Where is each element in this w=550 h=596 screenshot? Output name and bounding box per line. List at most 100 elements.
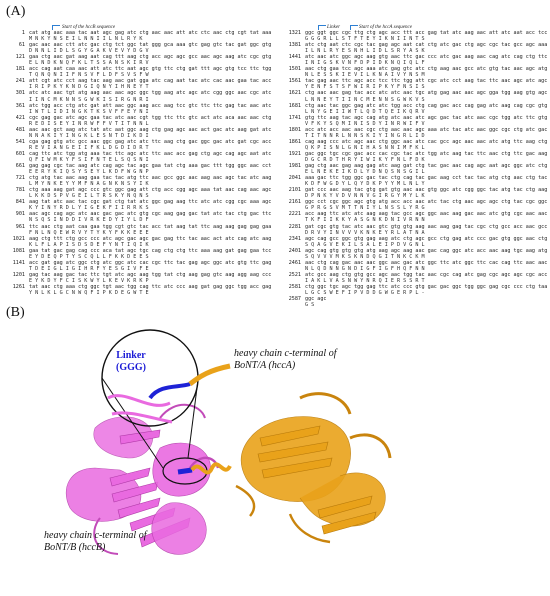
sequence-position-number: 121 [15, 54, 25, 61]
sequence-aa-row: S Q V V V M K S K N D Q G I T N K C K M [282, 254, 546, 260]
sequence-position-number: 2581 [288, 283, 301, 290]
sequence-aa-row: K L F L A P I S D S D E F Y N T I Q I K [6, 242, 268, 248]
sequence-amino-acids: S Q A G V E K I L S A L E I P D V G N L [305, 241, 425, 248]
hccA-caption: heavy chain c-terminal of BoNT/A (hccA) [234, 348, 337, 371]
sequence-amino-acids: N L E S S K I E V I L K N A I V Y N S M [305, 72, 425, 79]
sequence-position-number: 2341 [288, 235, 301, 242]
sequence-aa-row: I A K L V A S N W Y N R Q I E R S S R T [282, 278, 546, 284]
sequence-position-number: 1081 [12, 247, 25, 254]
sequence-nucleotides: agc cag gcc ggc gtg gag aag atc ctg agc … [305, 235, 548, 242]
sequence-nucleotides: gag gag cgc tac aag atc cag agc tac agc … [29, 163, 272, 170]
sequence-amino-acids: I R I P K Y K N D G I Q N Y I H N E Y T [29, 84, 149, 91]
sequence-position-number: 1501 [288, 66, 301, 73]
sequence-amino-acids: T I T N N R L N N S K I Y I N G R L I D [305, 132, 425, 139]
hccA-structure [235, 392, 392, 544]
sequence-amino-acids: G S [305, 302, 315, 309]
sequence-amino-acids: G P R G S V M T T N I Y L N S S L Y R G [305, 205, 425, 212]
sequence-aa-row: I R I P K Y K N D G I Q N Y I H N E Y T [6, 84, 268, 90]
sequence-amino-acids: G G G R L L S T F T E Y I K N I I N T S [305, 36, 425, 43]
sequence-aa-row: T K F I I K K Y A S G N K D N I V R N N [282, 217, 546, 223]
sequence-position-number: 1621 [288, 90, 301, 97]
sequence-aa-row: N S Q S I N D D I V R K E D Y I Y L D F [6, 217, 268, 223]
sequence-position-number: 61 [18, 42, 25, 49]
sequence-amino-acids: E L N E K E I K D L Y D N Q S N S G I L [305, 169, 425, 176]
sequence-amino-acids: L K K D S P V G E I L T R S K Y N Q N S [29, 193, 149, 200]
sequence-aa-row: S Q A G V E K I L S A L E I P D V G N L [282, 242, 546, 248]
sequence-amino-acids: E E R Y K I Q S Y S E Y L K D F W G N P [29, 169, 149, 176]
panel-a-label: (A) [6, 4, 26, 19]
sequence-position-number: 1561 [288, 78, 301, 85]
sequence-aa-row: L G C S W E F I P V D D G W G E R P L - [282, 290, 546, 296]
sequence-aa-row: Q K P I S N L G N I H A S N N I M F K L [282, 145, 546, 151]
sequence-aa-row: I N I G S K V N F D P I D K N Q I Q L F [282, 60, 546, 66]
sequence-amino-acids: T Q N Q N I I F N S V F L D F S V S F W [29, 72, 149, 79]
sequence-position-number: 1141 [12, 259, 25, 266]
sequence-aa-row: R E V I A N G E I I F K L D G D I D R T [6, 145, 268, 151]
sequence-nt-row: 1141 acc gat gag atc ggc ctg atc ggc atc … [6, 259, 272, 266]
sequence-nucleotides: aac ctg gaa tcc agc aaa atc gag gtc atc … [305, 66, 548, 73]
sequence-position-number: 901 [15, 211, 25, 218]
sequence-position-number: 361 [15, 102, 25, 109]
protein-structure-figure [65, 329, 392, 555]
sequence-amino-acids: E L N D K N Q F K L T S S A N S K I R V [29, 60, 149, 67]
sequence-amino-acids: I I N C M K N N S G W K I S I R G N R I [29, 96, 149, 103]
sequence-nucleotides: ctg ggc tgc agc tgg gag ttc atc ccc gtg … [305, 283, 548, 290]
sequence-nucleotides: cga gag gtg atc gcc aac ggc gag atc atc … [29, 138, 272, 145]
sequence-aa-row: N L Q D N N G N D I G F I G F H Q F N N [282, 266, 546, 272]
sequence-position-number: 1861 [288, 138, 301, 145]
sequence-nucleotides: aag tat atc aac tac cgc gat ctg tat atc … [29, 199, 272, 206]
sequence-position-number: 1681 [288, 102, 301, 109]
sequence-aa-row: Q F I W M K Y F S I F N T E L S Q S N I [6, 157, 268, 163]
sequence-amino-acids: N N A K I Y I N G K L E S N T D I K D I [29, 132, 149, 139]
sequence-aa-row: I I N C M K N N S G W K I S I R G N R I [6, 97, 268, 103]
sequence-aa-row: I L N L R Y E S N H L I D L S R Y A S K [282, 48, 546, 54]
sequence-position-number: 481 [15, 126, 25, 133]
sequence-aa-row: Y E N F S T S F W I R I P K Y F N S I S [282, 84, 546, 90]
sequence-nucleotides: acc gat gag atc ggc ctg atc ggc atc cac … [29, 259, 272, 266]
sequence-aa-row: T I T N N R L N N S K I Y I N G R L I D [282, 133, 546, 139]
sequence-amino-acids: E Y D E Q P T Y S C Q L L F K K D E E S [29, 253, 149, 260]
sequence-nucleotides: ggc ggt ggc cgc ttg ctg agc acc ttt acc … [305, 30, 548, 36]
sequence-nucleotides: aac agc cag agc atc aac gac gac atc gtg … [29, 211, 272, 218]
hccB-start-arrow [52, 25, 60, 30]
sequence-position-number: 241 [15, 78, 25, 85]
sequence-aa-row: T D E I G L I G I H R F Y E S G I V F E [6, 266, 268, 272]
sequence-position-number: 2101 [288, 187, 301, 194]
sequence-nucleotides: gat ccc aac aag tac gtg gat gtg aac aac … [305, 187, 548, 194]
sequence-position-number: 1021 [12, 235, 25, 242]
sequence-aa-row: K D F W G D Y L Q Y D K P Y Y M L N L Y [282, 181, 546, 187]
sequence-aa-row: N N A K I Y I N G K L E S N T D I K D I [6, 133, 268, 139]
sequence-nucleotides: gag ctg aac gag aag gag atc aag gat ctg … [305, 163, 548, 170]
sequence-aa-row: L N Y G E I I W T L Q D T Q E I K Q R V [282, 109, 546, 115]
sequence-aa-row: Y N L K L G C N W Q F I P K D E G W T E [6, 290, 268, 296]
sequence-aa-row: M N K Y N S E I L N N I I L N L R Y K [6, 36, 268, 42]
sequence-amino-acids: L N Y G E I I W T L Q D T Q E I K Q R V [305, 108, 425, 115]
sequence-amino-acids: I N I G S K V N F D P I D K N Q I Q L F [305, 60, 425, 67]
sequence-aa-row: N L E S S K I E V I L K N A I V Y N S M [282, 72, 546, 78]
sequence-position-number: 1261 [12, 283, 25, 290]
sequence-position-number: 1801 [288, 126, 301, 133]
sequence-amino-acids: L G C S W E F I P V D D G W G E R P L - [305, 290, 425, 297]
sequence-position-number: 2521 [288, 271, 301, 278]
sequence-nucleotides: atc gcc aag ctg gtg gcc agc aac tgg tac … [305, 271, 548, 278]
sequence-amino-acids: Q K P I S N L G N I H A S N N I M F K L [305, 144, 425, 151]
sequence-nucleotides: ggc agc [305, 296, 327, 303]
sequence-nucleotides: aac ctg cag gac aac aac ggc aac gac atc … [305, 259, 548, 266]
sequence-amino-acids: L N N E Y T I I N C M E N N S G W K V S [305, 96, 425, 103]
sequence-amino-acids: T D E I G L I G I H R F Y E S G I V F E [29, 265, 149, 272]
sequence-nt-row: 1501 aac ctg gaa tcc agc aaa atc gag gtc … [282, 66, 548, 73]
sequence-amino-acids: K Y I N Y R D L Y I G E K F I I R R K S [29, 205, 149, 212]
sequence-aa-row: G S [282, 302, 546, 308]
sequence-amino-acids: T K F I I K K Y A S G N K D N I V R N N [305, 217, 425, 224]
